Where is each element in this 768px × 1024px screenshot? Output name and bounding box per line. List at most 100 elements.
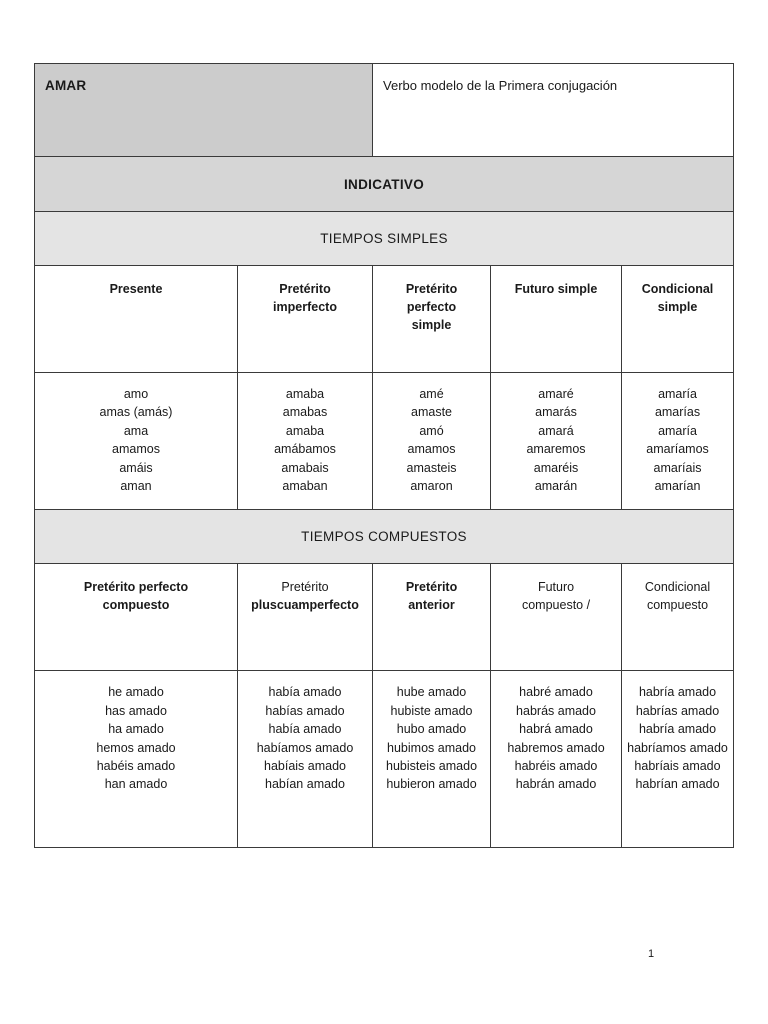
verb-form: amarás xyxy=(535,405,577,420)
verb-form: hubiste amado xyxy=(390,703,473,718)
compound-forms-condicional-compuesto: habría amado habrías amado habría amado hab… xyxy=(621,670,735,849)
verb-form: habrían amado xyxy=(635,777,720,792)
header-line-2: pluscuamperfecto xyxy=(251,598,359,613)
simple-forms-row: amo amas (amás) ama amamos amáis aman amaba am… xyxy=(34,371,735,511)
header-line-2: compuesto xyxy=(102,598,170,613)
simple-header-preterito-perfecto-simple: Pretérito perfecto simple xyxy=(372,265,492,373)
verb-form: amarías xyxy=(654,405,701,420)
compound-header-futuro-compuesto: Futuro compuesto / xyxy=(490,563,623,672)
verb-form: habéis amado xyxy=(96,759,176,774)
verb-form: hubisteis amado xyxy=(386,759,478,774)
header-line-2: compuesto / xyxy=(521,598,591,613)
page-number: 1 xyxy=(648,948,655,960)
verb-form: hubieron amado xyxy=(386,777,477,792)
verb-form: amaría xyxy=(658,423,697,438)
verb-form: amarán xyxy=(534,479,578,494)
header-line-1: Pretérito xyxy=(279,282,331,296)
mode-label: INDICATIVO xyxy=(33,156,735,212)
verb-conjugation-table: AMAR Verbo modelo de la Primera conjugac… xyxy=(33,63,735,849)
verb-form: amabais xyxy=(281,460,329,475)
verb-form: amamos xyxy=(112,442,160,457)
verb-form: amábamos xyxy=(274,442,336,457)
header-line-3: simple xyxy=(411,318,452,332)
compound-header-preterito-anterior: Pretérito anterior xyxy=(372,563,492,672)
verb-form: amáis xyxy=(119,460,153,475)
simple-forms-presente: amo amas (amás) ama amamos amáis aman xyxy=(34,371,238,511)
verb-form: habría amado xyxy=(638,685,717,700)
simple-header-preterito-imperfecto: Pretérito imperfecto xyxy=(236,265,374,373)
verb-form: habréis amado xyxy=(514,759,598,774)
verb-description-cell: Verbo modelo de la Primera conjugación xyxy=(372,63,735,157)
header-line-2: simple xyxy=(657,300,698,314)
form-list: habría amado habrías amado habría amado hab… xyxy=(626,683,729,793)
verb-form: había amado xyxy=(268,722,342,737)
header-line-2: perfecto xyxy=(406,300,457,314)
verb-form: ama xyxy=(123,423,149,438)
verb-form: amaríais xyxy=(653,460,702,475)
header-line-1: Pretérito xyxy=(281,580,329,595)
verb-form: habrías amado xyxy=(635,703,720,718)
compound-group-label: TIEMPOS COMPUESTOS xyxy=(33,509,735,565)
header-line-1: Pretérito xyxy=(405,580,458,595)
simple-header-condicional-simple: Condicional simple xyxy=(621,265,735,373)
verb-form: amará xyxy=(538,423,574,438)
verb-form: hubo amado xyxy=(396,722,467,737)
verb-form: amé xyxy=(419,387,444,401)
form-list: amo amas (amás) ama amamos amáis aman xyxy=(39,385,233,495)
verb-form: amaron xyxy=(410,479,453,494)
verb-name-cell: AMAR xyxy=(33,63,374,157)
verb-title-row: AMAR Verbo modelo de la Primera conjugac… xyxy=(33,63,735,157)
simple-group-row: TIEMPOS SIMPLES xyxy=(33,211,735,266)
verb-form: amaba xyxy=(285,387,325,401)
compound-header-condicional-compuesto: Condicional compuesto xyxy=(621,563,735,672)
verb-form: has amado xyxy=(105,703,167,718)
verb-form: he amado xyxy=(108,685,164,700)
verb-form: habíamos amado xyxy=(256,740,354,755)
verb-form: hubimos amado xyxy=(387,740,476,755)
verb-form: amas (amás) xyxy=(99,405,173,420)
verb-form: han amado xyxy=(104,777,168,792)
header-line-1: Condicional xyxy=(641,282,714,296)
verb-form: amaba xyxy=(285,423,325,438)
header-line-1: Futuro simple xyxy=(514,282,598,296)
verb-form: había amado xyxy=(268,685,342,700)
mode-band-row: INDICATIVO xyxy=(33,156,735,212)
verb-form: habíais amado xyxy=(264,759,347,774)
compound-header-preterito-perfecto-compuesto: Pretérito perfecto compuesto xyxy=(34,563,238,672)
verb-form: amaré xyxy=(538,387,574,401)
verb-form: habríamos amado xyxy=(627,740,728,755)
verb-form: habían amado xyxy=(265,777,345,792)
simple-group-label: TIEMPOS SIMPLES xyxy=(33,211,735,266)
verb-form: amamos xyxy=(407,442,456,457)
verb-form: amaríamos xyxy=(646,442,709,457)
simple-header-row: Presente Pretérito imperfecto Pretérito … xyxy=(34,265,735,373)
verb-form: habríais amado xyxy=(634,759,721,774)
header-line-2: anterior xyxy=(408,598,455,613)
verb-form: amasteis xyxy=(406,460,457,475)
verb-form: habré amado xyxy=(519,685,593,700)
header-line-2: compuesto xyxy=(646,598,709,613)
header-line-1: Pretérito perfecto xyxy=(83,580,189,595)
header-line-1: Presente xyxy=(109,282,163,296)
verb-form: amo xyxy=(123,387,149,401)
verb-form: habría amado xyxy=(638,722,717,737)
verb-form: amaréis xyxy=(533,460,579,475)
compound-group-row: TIEMPOS COMPUESTOS xyxy=(33,509,735,565)
header-line-1: Condicional xyxy=(644,580,711,595)
verb-form: amaría xyxy=(658,387,697,401)
verb-form: aman xyxy=(120,479,152,494)
simple-header-presente: Presente xyxy=(34,265,238,373)
header-line-1: Futuro xyxy=(537,580,575,595)
